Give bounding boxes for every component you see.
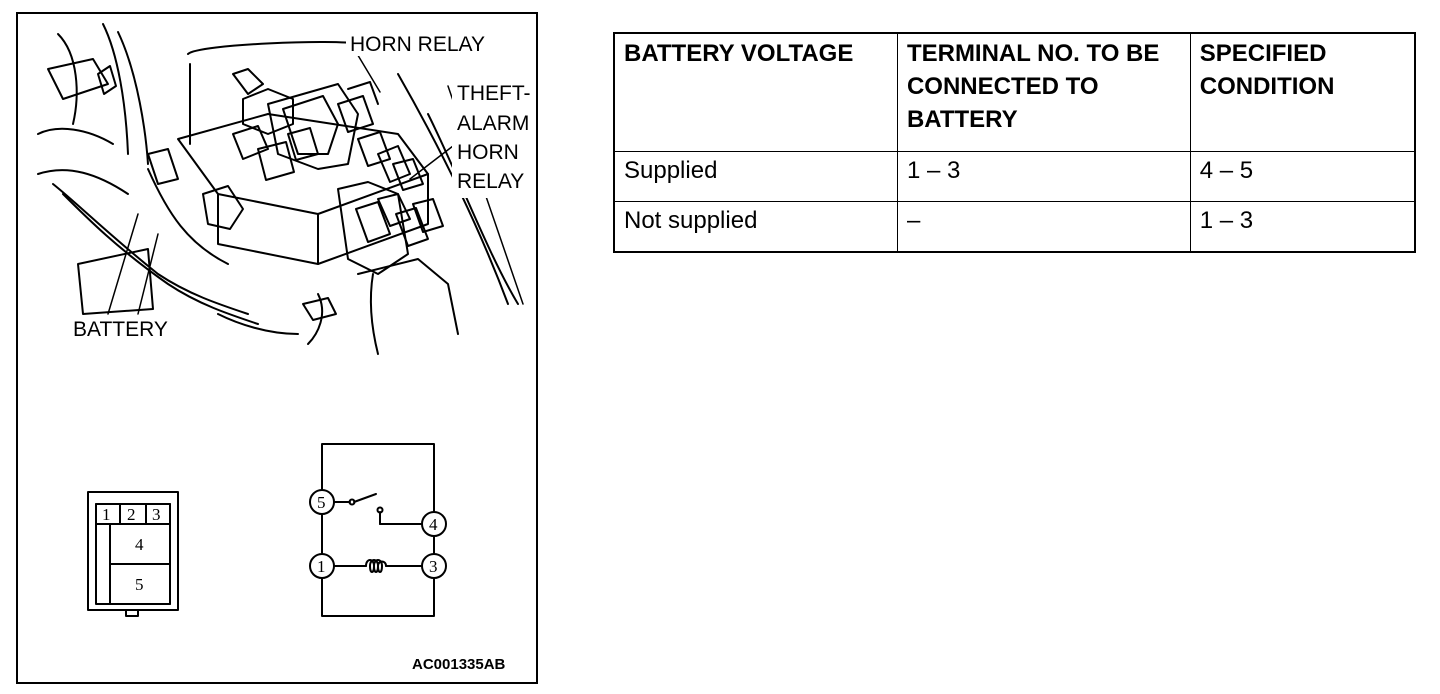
connector-terminal-3: 3 — [152, 505, 161, 524]
circuit-terminal-1: 1 — [317, 557, 326, 576]
connector-terminal-1: 1 — [102, 505, 111, 524]
connector-terminal-2: 2 — [127, 505, 136, 524]
cell-battery-voltage: Not supplied — [613, 201, 898, 253]
cell-terminal-no: 1 – 3 — [896, 151, 1191, 202]
connector-terminal-5: 5 — [135, 575, 144, 594]
battery-label: BATTERY — [73, 318, 168, 341]
horn-relay-label: HORN RELAY — [350, 33, 485, 56]
table-row: Not supplied – 1 – 3 — [613, 201, 1416, 253]
engine-bay-illustration — [37, 23, 519, 355]
cell-specified-condition: 1 – 3 — [1189, 201, 1416, 253]
circuit-terminal-3: 3 — [429, 557, 438, 576]
theft-alarm-label-line2: ALARM — [457, 112, 529, 135]
connector-terminal-4: 4 — [135, 535, 144, 554]
table-row: Supplied 1 – 3 4 – 5 — [613, 151, 1416, 202]
circuit-terminal-4: 4 — [429, 515, 438, 534]
figure-labels: HORN RELAY THEFT- ALARM HORN RELAY BATTE… — [70, 32, 536, 673]
figure-code: AC001335AB — [412, 656, 506, 673]
relay-figure: HORN RELAY THEFT- ALARM HORN RELAY BATTE… — [37, 23, 536, 673]
header-terminal-no: TERMINAL NO. TO BE CONNECTED TO BATTERY — [896, 32, 1191, 152]
connector-face — [87, 491, 179, 617]
relay-circuit-diagram — [309, 443, 447, 617]
figure-panel: HORN RELAY THEFT- ALARM HORN RELAY BATTE… — [16, 12, 538, 684]
cell-specified-condition: 4 – 5 — [1189, 151, 1416, 202]
theft-alarm-label-line1: THEFT- — [457, 82, 531, 105]
relay-inspection-table: BATTERY VOLTAGE TERMINAL NO. TO BE CONNE… — [613, 32, 1416, 253]
header-specified-condition: SPECIFIED CONDITION — [1189, 32, 1416, 152]
cell-terminal-no: – — [896, 201, 1191, 253]
theft-alarm-label-line3: HORN — [457, 141, 519, 164]
theft-alarm-label-line4: RELAY — [457, 170, 524, 193]
table-header-row: BATTERY VOLTAGE TERMINAL NO. TO BE CONNE… — [613, 32, 1416, 152]
cell-battery-voltage: Supplied — [613, 151, 898, 202]
header-battery-voltage: BATTERY VOLTAGE — [613, 32, 898, 152]
circuit-terminal-5: 5 — [317, 493, 326, 512]
